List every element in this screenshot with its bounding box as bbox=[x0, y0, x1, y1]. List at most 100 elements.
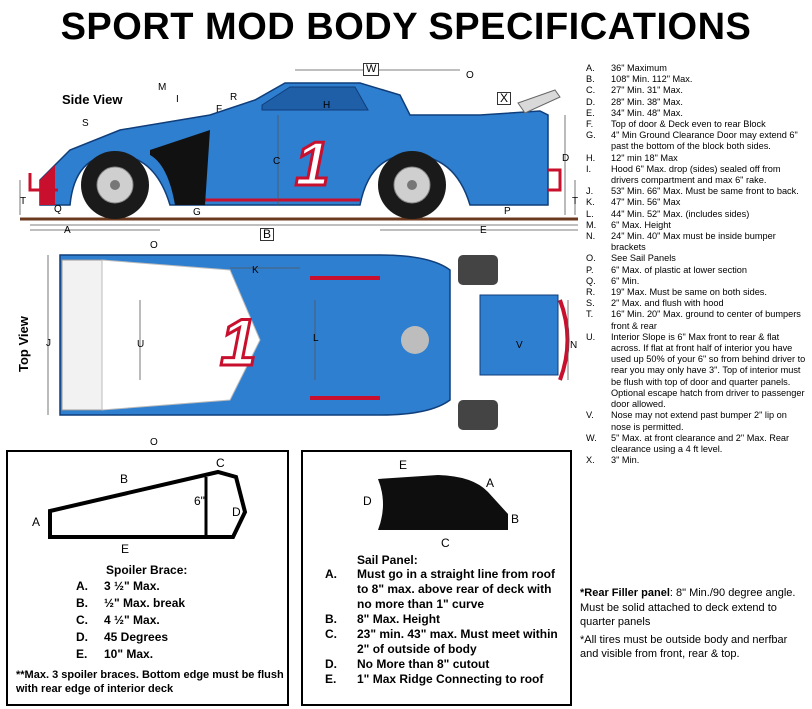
spec-key: P. bbox=[586, 264, 594, 275]
spoiler-label-c: C bbox=[216, 456, 225, 470]
spec-key: C. bbox=[586, 85, 596, 96]
spec-text: 27" Min. 31" Max. bbox=[611, 85, 683, 96]
dim-label-n: N bbox=[570, 340, 578, 351]
side-view-label: Side View bbox=[62, 92, 123, 107]
rear-deck bbox=[61, 259, 103, 411]
spec-key: W. bbox=[586, 432, 597, 443]
list-item: B.8" Max. Height bbox=[325, 612, 565, 627]
spec-text: 6" Max. Height bbox=[611, 219, 671, 230]
spec-item: T.16" Min. 20" Max. ground to center of … bbox=[586, 309, 808, 331]
spec-text: 36" Maximum bbox=[611, 63, 667, 73]
spec-item: Q.6" Min. bbox=[586, 276, 808, 287]
dim-label-t-rear: T bbox=[572, 196, 579, 207]
list-text: Must go in a straight line from roof to … bbox=[357, 567, 555, 611]
dim-label-x: X bbox=[497, 92, 512, 105]
spec-key: Q. bbox=[586, 275, 596, 286]
sail-panel-shape bbox=[378, 475, 508, 530]
spec-item: G. 4" Min Ground Clearance Door may exten… bbox=[586, 130, 808, 152]
spec-key: G. bbox=[586, 130, 596, 141]
dim-label-g: G bbox=[193, 207, 201, 218]
spec-item: R.19" Max. Must be same on both sides. bbox=[586, 287, 808, 298]
dim-label-t-front: T bbox=[20, 196, 27, 207]
spec-text: 44" Min. 52" Max. (includes sides) bbox=[611, 208, 750, 219]
spoiler-label-six: 6" bbox=[194, 494, 205, 508]
sail-panel-diagram bbox=[378, 475, 508, 530]
rear-filler-label: *Rear Filler panel bbox=[580, 587, 670, 599]
red-nose-trim bbox=[40, 165, 55, 205]
dim-label-c: C bbox=[273, 156, 281, 167]
list-item: D. 45 Degrees bbox=[76, 629, 276, 646]
list-item: C.4 ½" Max. bbox=[76, 612, 276, 629]
spoiler-label-a: A bbox=[32, 515, 41, 529]
side-window bbox=[261, 86, 369, 111]
front-bumper bbox=[28, 173, 58, 192]
spec-text: Hood 6" Max. drop (sides) sealed off fro… bbox=[611, 163, 781, 186]
spec-item: N.24" Min. 40" Max must be inside bumper… bbox=[586, 231, 808, 253]
sail-label-b: B bbox=[511, 512, 520, 526]
list-item: A.Must go in a straight line from roof t… bbox=[325, 567, 565, 612]
list-text: No More than 8" cutout bbox=[357, 657, 490, 671]
spec-text: Interior Slope is 6" Max front to rear &… bbox=[611, 331, 806, 410]
list-key: A. bbox=[76, 579, 88, 593]
list-text: 3 ½" Max. bbox=[104, 579, 160, 593]
list-key: E. bbox=[76, 647, 88, 661]
sail-panel-box: E A D B C Sail Panel: A.Must go in a str… bbox=[301, 450, 572, 706]
list-key: C. bbox=[325, 627, 337, 641]
rear-tire bbox=[378, 151, 446, 219]
spec-key: V. bbox=[586, 410, 594, 421]
dim-label-i: I bbox=[176, 94, 179, 105]
dim-label-v: V bbox=[516, 340, 523, 351]
list-item: B.½" Max. break bbox=[76, 595, 276, 612]
spoiler-heading: Spoiler Brace: bbox=[106, 563, 188, 577]
dim-label-m: M bbox=[158, 82, 167, 93]
spec-key: F. bbox=[586, 119, 594, 130]
spec-item: O.See Sail Panels bbox=[586, 253, 808, 264]
spec-key: I. bbox=[586, 163, 592, 174]
spec-key: U. bbox=[586, 331, 596, 342]
spec-text: 12" min 18" Max bbox=[611, 152, 678, 163]
list-text: 23" min. 43" max. Must meet within 2" of… bbox=[357, 627, 558, 656]
rear-filler-text: : 8" Min./90 degree angle. Must be solid… bbox=[580, 587, 796, 628]
dim-label-o-side: O bbox=[466, 70, 474, 81]
rear-bumper bbox=[548, 168, 562, 192]
page-title: SPORT MOD BODY SPECIFICATIONS bbox=[60, 6, 752, 48]
list-key: D. bbox=[325, 657, 337, 671]
spec-item: X.3" Min. bbox=[586, 455, 808, 466]
list-key: D. bbox=[76, 630, 88, 644]
side-view-diagram: 1 bbox=[19, 69, 578, 231]
spec-text: 108" Min. 112" Max. bbox=[611, 74, 693, 85]
sail-list: A.Must go in a straight line from roof t… bbox=[325, 567, 565, 687]
spec-item: P.6" Max. of plastic at lower section bbox=[586, 265, 808, 276]
list-text: 10" Max. bbox=[104, 647, 154, 661]
spec-item: K.47" Min. 56" Max bbox=[586, 197, 808, 208]
spec-text: 47" Min. 56" Max bbox=[611, 197, 681, 208]
spec-item: B.108" Min. 112" Max. bbox=[586, 74, 808, 85]
spec-text: 4" Min Ground Clearance Door may extend … bbox=[611, 130, 798, 152]
list-item: E.1" Max Ridge Connecting to roof bbox=[325, 672, 565, 687]
spec-item: V.Nose may not extend past bumper 2" lip… bbox=[586, 410, 808, 432]
dim-label-l: L bbox=[313, 333, 319, 344]
spec-text: Top of door & Deck even to rear Block bbox=[611, 119, 766, 130]
spec-key: L. bbox=[586, 208, 594, 219]
spec-item: U. Interior Slope is 6" Max front to rear… bbox=[586, 332, 808, 410]
spec-text: See Sail Panels bbox=[611, 253, 676, 264]
side-car-number: 1 bbox=[295, 130, 329, 199]
spec-key: E. bbox=[586, 107, 595, 118]
spec-item: F. Top of door & Deck even to rear Block bbox=[586, 119, 808, 130]
spoiler-brace-diagram bbox=[48, 469, 248, 539]
dim-label-h: H bbox=[323, 100, 331, 111]
spec-key: D. bbox=[586, 96, 596, 107]
list-item: C. 23" min. 43" max. Must meet within 2" … bbox=[325, 627, 565, 657]
spec-text: 19" Max. Must be same on both sides. bbox=[611, 287, 767, 298]
spoiler-label-d: D bbox=[232, 505, 241, 519]
spec-item: C. 27" Min. 31" Max. bbox=[586, 85, 808, 96]
spec-key: J. bbox=[586, 186, 594, 197]
list-key: B. bbox=[76, 596, 88, 610]
spec-item: A.36" Maximum bbox=[586, 63, 808, 74]
top-tire-fl bbox=[458, 255, 498, 285]
list-text: 45 Degrees bbox=[104, 630, 169, 644]
dim-label-d: D bbox=[562, 153, 570, 164]
top-tire-fr bbox=[458, 400, 498, 430]
spec-text: 16" Min. 20" Max. ground to center of bu… bbox=[611, 309, 801, 331]
